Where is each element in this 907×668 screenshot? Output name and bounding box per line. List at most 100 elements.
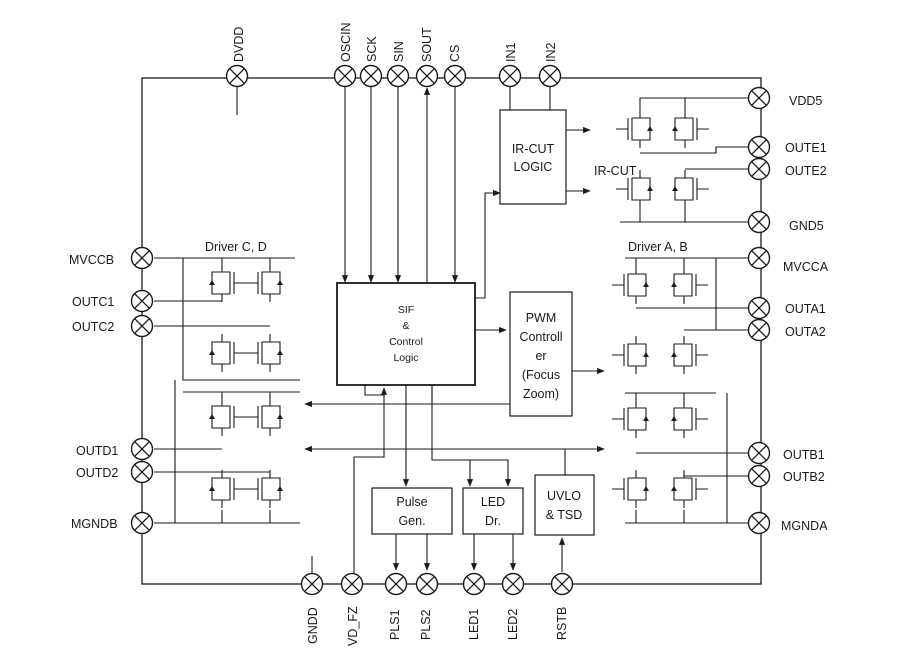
ircut-logic-label-2: LOGIC (514, 160, 553, 174)
pin-oscin (333, 64, 357, 88)
ircut-bridge (620, 97, 748, 223)
uvlo-label-2: & TSD (546, 508, 583, 522)
pin-label-mvcca: MVCCA (783, 260, 829, 274)
pin-in1 (498, 64, 522, 88)
pin-label-outd2: OUTD2 (76, 466, 118, 480)
pwm-label-5: Zoom) (523, 387, 559, 401)
mosfet (612, 336, 649, 374)
pwm-label-2: Controll (519, 330, 562, 344)
pin-in2 (538, 64, 562, 88)
pin-label-pls2: PLS2 (419, 609, 433, 640)
pin-pls1 (384, 572, 408, 596)
pin-label-oute2: OUTE2 (785, 164, 827, 178)
pin-symbols (130, 64, 771, 596)
pulse-gen-block (371, 487, 453, 535)
pin-label-outa1: OUTA1 (785, 302, 826, 316)
driver-cd-label: Driver C, D (205, 240, 267, 254)
ircut-logic-block (499, 109, 567, 205)
led-label-1: LED (481, 495, 505, 509)
mosfet (671, 266, 708, 304)
pin-label-oute1: OUTE1 (785, 141, 827, 155)
pwm-label-4: (Focus (522, 368, 560, 382)
pin-sin (386, 64, 410, 88)
mosfet (246, 334, 283, 372)
sif-label-2: & (402, 320, 409, 332)
pin-label-outb1: OUTB1 (783, 448, 825, 462)
pwm-label-3: er (535, 349, 546, 363)
mosfet (616, 170, 653, 208)
pin-label-in2: IN2 (544, 43, 558, 63)
pin-mgndb (130, 511, 154, 535)
led-label-2: Dr. (485, 514, 501, 528)
sif-control-block (336, 282, 476, 386)
mosfet-symbols (209, 110, 709, 508)
pin-gnd5 (747, 210, 771, 234)
pin-label-vd-fz: VD_FZ (346, 606, 360, 646)
pin-label-outc1: OUTC1 (72, 295, 114, 309)
pin-label-gnd5: GND5 (789, 219, 824, 233)
pin-label-led2: LED2 (506, 609, 520, 640)
pin-dvdd (225, 64, 249, 88)
pin-label-mvccb: MVCCB (69, 253, 114, 267)
pin-sck (359, 64, 383, 88)
mosfet (209, 398, 246, 436)
pin-outc2 (130, 314, 154, 338)
mosfet (672, 110, 709, 148)
pin-outc1 (130, 289, 154, 313)
mosfet (612, 400, 649, 438)
mosfet (671, 400, 708, 438)
pulse-label-1: Pulse (396, 495, 427, 509)
mosfet (209, 334, 246, 372)
pin-led1 (462, 572, 486, 596)
driver-ab-bridges (625, 257, 748, 524)
pin-outd2 (130, 460, 154, 484)
uvlo-label-1: UVLO (547, 489, 581, 503)
led-driver-block (462, 487, 524, 535)
pwm-label-1: PWM (526, 311, 557, 325)
pin-outb2 (747, 464, 771, 488)
pin-label-gndd: GNDD (306, 607, 320, 644)
pin-label-led1: LED1 (467, 609, 481, 640)
pin-outa2 (747, 318, 771, 342)
pin-sout (415, 64, 439, 88)
pin-mvccb (130, 246, 154, 270)
driver-ab-label: Driver A, B (628, 240, 688, 254)
mosfet (246, 264, 283, 302)
pulse-label-2: Gen. (398, 514, 425, 528)
pin-label-cs: CS (448, 45, 462, 62)
pin-outd1 (130, 437, 154, 461)
pin-vd-fz (340, 572, 364, 596)
pin-vdd5 (747, 86, 771, 110)
pin-label-sck: SCK (365, 36, 379, 62)
mosfet (671, 336, 708, 374)
sif-label-1: SIF (398, 304, 414, 316)
pin-label-dvdd: DVDD (232, 27, 246, 62)
pin-oute2 (747, 157, 771, 181)
ircut-logic-label-1: IR-CUT (512, 142, 555, 156)
mosfet (246, 398, 283, 436)
pin-pls2 (415, 572, 439, 596)
pin-mgnda (747, 511, 771, 535)
pin-label-in1: IN1 (504, 43, 518, 63)
pin-label-sin: SIN (392, 41, 406, 62)
driver-cd-bridges (154, 257, 300, 524)
pwm-controller-block (509, 291, 573, 417)
sif-label-3: Control (389, 336, 423, 348)
uvlo-tsd-block (534, 474, 595, 536)
pin-label-sout: SOUT (420, 27, 434, 62)
pin-gndd (300, 572, 324, 596)
pin-label-mgnda: MGNDA (781, 519, 828, 533)
pin-label-outc2: OUTC2 (72, 320, 114, 334)
mosfet (671, 470, 708, 508)
pin-label-rstb: RSTB (555, 607, 569, 640)
pin-cs (443, 64, 467, 88)
pin-label-outd1: OUTD1 (76, 444, 118, 458)
pin-led2 (501, 572, 525, 596)
pin-rstb (550, 572, 574, 596)
ircut-label: IR-CUT (594, 164, 637, 178)
sif-label-4: Logic (393, 352, 418, 364)
pin-label-pls1: PLS1 (388, 609, 402, 640)
mosfet (616, 110, 653, 148)
mosfet (209, 470, 246, 508)
